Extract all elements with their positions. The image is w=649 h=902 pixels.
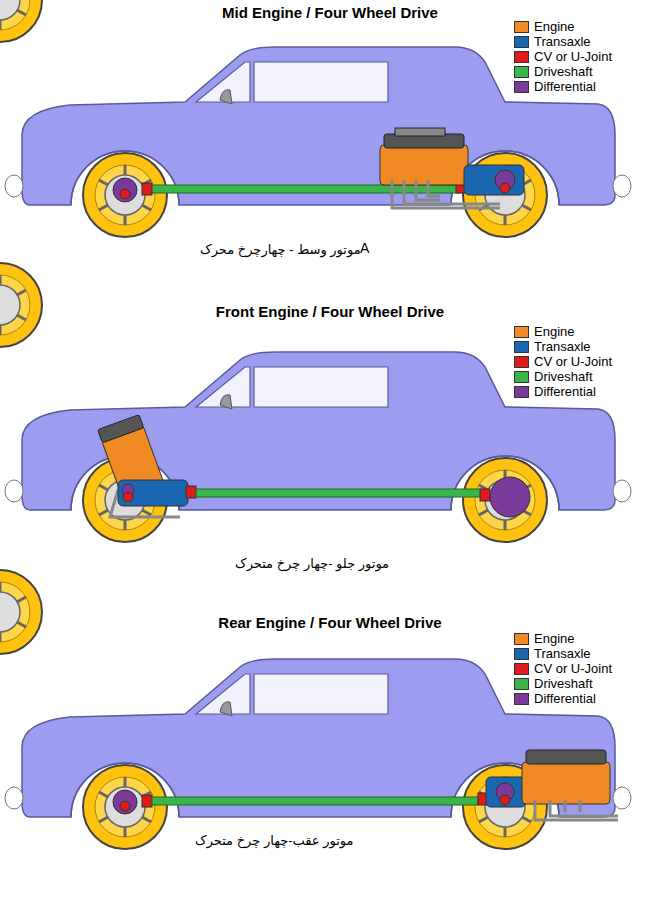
legend-text: Differential (534, 385, 596, 400)
legend-text: CV or U-Joint (534, 662, 612, 677)
panel-title: Front Engine / Four Wheel Drive (100, 303, 560, 321)
legend-text: Driveshaft (534, 677, 593, 692)
legend-swatch (514, 356, 529, 368)
legend-entry: Transaxle (514, 35, 591, 50)
legend-entry: Driveshaft (514, 370, 593, 385)
legend-text: Driveshaft (534, 65, 593, 80)
panel-letter: A (360, 240, 369, 257)
legend-swatch (514, 371, 529, 383)
legend-text: Differential (534, 80, 596, 95)
legend-swatch (514, 326, 529, 338)
persian-caption: موتور عقب-چهار چرخ متحرک (195, 833, 354, 849)
legend-entry: Differential (514, 385, 596, 400)
legend-swatch (514, 693, 529, 705)
legend-swatch (514, 386, 529, 398)
legend-entry: Transaxle (514, 340, 591, 355)
legend-entry: Driveshaft (514, 677, 593, 692)
legend-entry: Differential (514, 80, 596, 95)
legend-entry: CV or U-Joint (514, 50, 612, 65)
legend-entry: Engine (514, 20, 574, 35)
legend-text: Transaxle (534, 35, 591, 50)
legend-text: Driveshaft (534, 370, 593, 385)
legend-swatch (514, 663, 529, 675)
legend-entry: Differential (514, 692, 596, 707)
legend-swatch (514, 648, 529, 660)
persian-caption: موتور جلو -چهار چرخ متحرک (235, 556, 389, 572)
legend-text: Engine (534, 632, 574, 647)
persian-caption: موتور وسط - چهارچرخ محرک (200, 242, 361, 258)
legend-text: Engine (534, 325, 574, 340)
legend-entry: CV or U-Joint (514, 662, 612, 677)
legend-entry: Driveshaft (514, 65, 593, 80)
legend-swatch (514, 678, 529, 690)
legend-swatch (514, 51, 529, 63)
legend-text: Differential (534, 692, 596, 707)
legend-text: Engine (534, 20, 574, 35)
legend-entry: Engine (514, 632, 574, 647)
legend-entry: Transaxle (514, 647, 591, 662)
legend-entry: Engine (514, 325, 574, 340)
legend-swatch (514, 66, 529, 78)
panel-title: Mid Engine / Four Wheel Drive (100, 4, 560, 22)
legend-swatch (514, 633, 529, 645)
legend-text: CV or U-Joint (534, 50, 612, 65)
legend-text: Transaxle (534, 340, 591, 355)
legend-swatch (514, 81, 529, 93)
legend-swatch (514, 21, 529, 33)
legend-text: Transaxle (534, 647, 591, 662)
legend-swatch (514, 36, 529, 48)
legend-entry: CV or U-Joint (514, 355, 612, 370)
legend-swatch (514, 341, 529, 353)
panel-title: Rear Engine / Four Wheel Drive (100, 614, 560, 632)
legend-text: CV or U-Joint (534, 355, 612, 370)
